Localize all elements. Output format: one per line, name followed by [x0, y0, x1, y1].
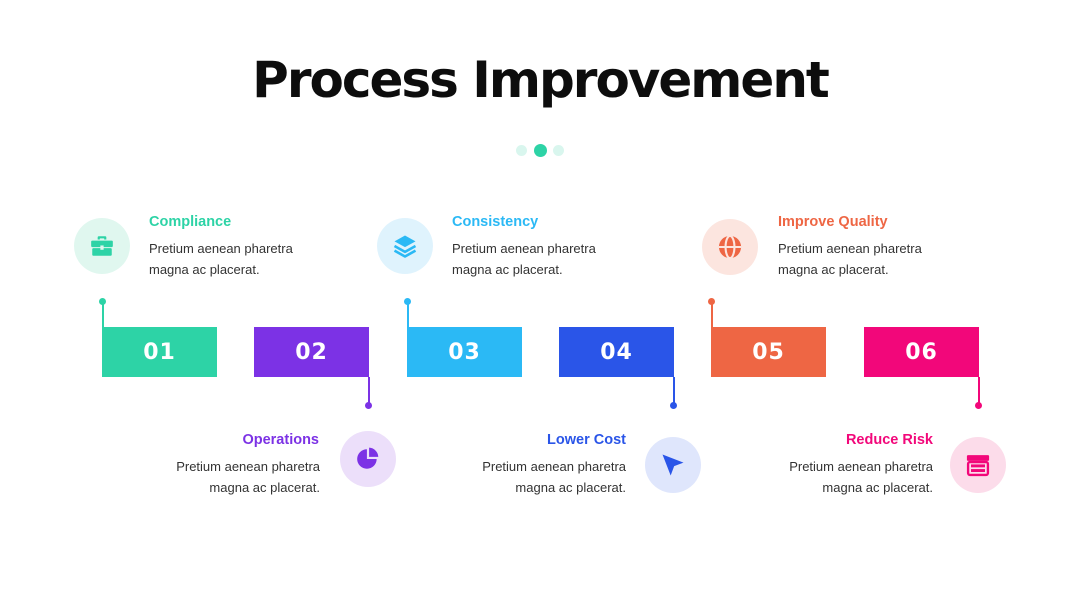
briefcase-icon: [91, 236, 113, 256]
pager-dot-1[interactable]: [516, 145, 527, 156]
step-box-03: 03: [407, 327, 522, 377]
step-title: Improve Quality: [778, 214, 888, 230]
step-description: Pretium aenean pharetra magna ac placera…: [482, 459, 626, 495]
step-box-01: 01: [102, 327, 217, 377]
step-number: 03: [448, 339, 481, 365]
step-box-06: 06: [864, 327, 979, 377]
step-title: Reduce Risk: [845, 432, 933, 448]
connector-line: [368, 377, 370, 405]
layers-icon: [393, 235, 417, 258]
connector-dot: [708, 298, 715, 305]
step-number: 02: [295, 339, 328, 365]
step-title: Consistency: [452, 214, 539, 230]
pie-chart-icon: [357, 447, 379, 469]
icon-badge: [645, 437, 701, 493]
connector-dot: [670, 402, 677, 409]
icon-badge: [950, 437, 1006, 493]
step-description: Pretium aenean pharetra magna ac placera…: [778, 241, 922, 277]
connector-line: [978, 377, 980, 405]
step-number: 04: [600, 339, 633, 365]
connector-dot: [365, 402, 372, 409]
step-title: Lower Cost: [547, 432, 626, 448]
step-number: 01: [143, 339, 176, 365]
connector-line: [673, 377, 675, 405]
step-title: Compliance: [149, 214, 232, 230]
icon-badge: [377, 218, 433, 274]
step-title: Operations: [242, 432, 319, 448]
step-description: Pretium aenean pharetra magna ac placera…: [149, 241, 293, 277]
icon-badge: [74, 218, 130, 274]
step-box-02: 02: [254, 327, 369, 377]
connector-dot: [99, 298, 106, 305]
pager-dot-3[interactable]: [553, 145, 564, 156]
step-number: 06: [905, 339, 938, 365]
pager-dot-2[interactable]: [534, 144, 547, 157]
globe-icon: [718, 234, 742, 260]
step-description: Pretium aenean pharetra magna ac placera…: [176, 459, 320, 495]
connector-line: [102, 301, 104, 327]
icon-badge: [340, 431, 396, 487]
step-description: Pretium aenean pharetra magna ac placera…: [789, 459, 933, 495]
cursor-arrow-icon: [662, 454, 684, 476]
connector-line: [711, 301, 713, 327]
icon-badge: [702, 219, 758, 275]
step-box-05: 05: [711, 327, 826, 377]
connector-line: [407, 301, 409, 327]
step-box-04: 04: [559, 327, 674, 377]
page-title: Process Improvement: [252, 51, 830, 109]
connector-dot: [975, 402, 982, 409]
step-description: Pretium aenean pharetra magna ac placera…: [452, 241, 596, 277]
step-number: 05: [752, 339, 785, 365]
storefront-icon: [966, 455, 990, 477]
connector-dot: [404, 298, 411, 305]
